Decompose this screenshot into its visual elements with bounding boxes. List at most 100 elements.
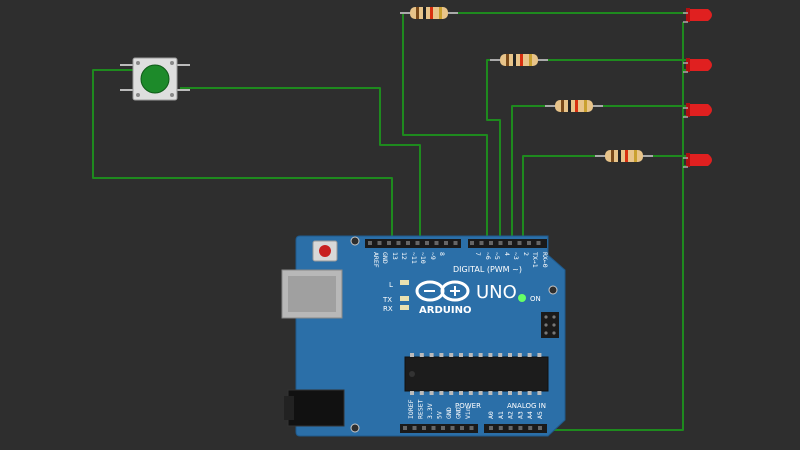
wire-led-gnd[interactable] [545,22,684,431]
header-pin-hole[interactable] [538,426,542,430]
icsp-header [541,312,559,338]
atmega-chip [404,353,549,395]
power-pin-label: Vin [464,407,472,419]
power-pin-label: GND [455,407,463,419]
header-pin-hole[interactable] [508,241,512,245]
led-3[interactable] [683,103,712,118]
on-led [518,294,526,302]
power-pin-label: 3.3V [426,403,434,419]
digital-label: DIGITAL (PWM ~) [453,265,522,274]
header-pin-hole[interactable] [431,426,436,430]
analog-pin-label: A3 [516,411,524,419]
wire-button-gnd[interactable] [92,69,393,240]
header-pin-hole[interactable] [425,241,429,245]
header-pin-hole[interactable] [460,426,464,430]
analog-pin-label: A1 [497,411,505,419]
brand-label: ARDUINO [419,305,471,316]
header-pin-hole[interactable] [387,241,391,245]
pin-label: ~10 [419,252,427,264]
digital-header-right [468,239,547,248]
digital-header-left [365,239,461,248]
header-pin-hole[interactable] [508,426,513,430]
analog-header [484,424,547,433]
led-4[interactable] [683,153,712,168]
resistor-4[interactable] [595,150,653,162]
led-1[interactable] [683,8,712,23]
header-pin-hole[interactable] [368,241,372,245]
header-pin-hole[interactable] [441,426,445,430]
pin-label: 4 [503,252,511,256]
analog-label: ANALOG IN [507,402,546,410]
header-pin-hole[interactable] [415,241,420,245]
header-pin-hole[interactable] [450,426,455,430]
pin-label: GND [381,252,389,264]
header-pin-hole[interactable] [498,426,503,430]
header-pin-hole[interactable] [444,241,448,245]
header-pin-hole[interactable] [469,426,474,430]
pin-label: RX←0 [541,252,549,268]
header-pin-hole[interactable] [403,426,407,430]
header-pin-hole[interactable] [498,241,503,245]
header-pin-hole[interactable] [434,241,439,245]
arduino-logo-icon [415,280,470,302]
pin-label: TX→1 [531,252,539,268]
header-pin-hole[interactable] [377,241,382,245]
pin-label: 8 [438,252,446,256]
header-pin-hole[interactable] [479,241,484,245]
analog-pin-label: A5 [536,411,544,419]
pin-label: 2 [522,252,530,256]
model-label: UNO [476,282,517,303]
pin-label: ~6 [484,252,492,260]
power-label: POWER [455,402,481,410]
resistor-3[interactable] [545,100,603,112]
header-pin-hole[interactable] [517,241,522,245]
power-pin-label: IOREF [407,399,415,419]
wire-resistor4-pin[interactable] [522,155,600,240]
header-pin-hole[interactable] [422,426,426,430]
header-pin-hole[interactable] [536,241,541,245]
header-pin-hole[interactable] [470,241,474,245]
analog-pin-label: A0 [487,411,495,419]
pin-label: ~3 [512,252,520,260]
wire-resistor3-pin[interactable] [511,105,550,240]
analog-pin-label: A4 [526,411,534,419]
resistor-2[interactable] [490,54,548,66]
power-pin-label: 5V [436,411,444,419]
pushbutton[interactable] [120,57,190,101]
power-pin-label: RESET [417,399,425,419]
resistors [400,7,653,162]
on-label: ON [530,295,541,303]
l-label: L [389,281,393,289]
leds [683,8,712,168]
header-pin-hole[interactable] [453,241,458,245]
header-pin-hole[interactable] [489,426,493,430]
led-2[interactable] [683,58,712,73]
pushbutton-cap[interactable] [140,64,170,94]
rx-label: RX [383,305,393,313]
analog-pin-label: A2 [507,411,515,419]
resistor-1[interactable] [400,7,458,19]
header-pin-hole[interactable] [396,241,401,245]
header-pin-hole[interactable] [406,241,410,245]
pin-label: ~9 [429,252,437,260]
wire-resistor2-pin[interactable] [486,59,501,240]
pin-label: 13 [391,252,399,260]
header-pin-hole[interactable] [412,426,417,430]
header-pin-hole[interactable] [527,241,531,245]
power-jack [287,389,345,427]
pin-label: ~11 [410,252,418,264]
pin-label: 12 [400,252,408,260]
reset-button[interactable] [312,240,338,262]
pin-label: ~5 [493,252,501,260]
pin-label: 7 [474,252,482,256]
wire-button-pin12[interactable] [180,87,421,240]
header-pin-hole[interactable] [489,241,493,245]
header-pin-hole[interactable] [528,426,533,430]
wire-resistor1-pin[interactable] [402,12,488,240]
header-pin-hole[interactable] [518,426,523,430]
tx-label: TX [382,296,392,304]
power-pin-label: GND [445,407,453,419]
power-header [400,424,478,433]
